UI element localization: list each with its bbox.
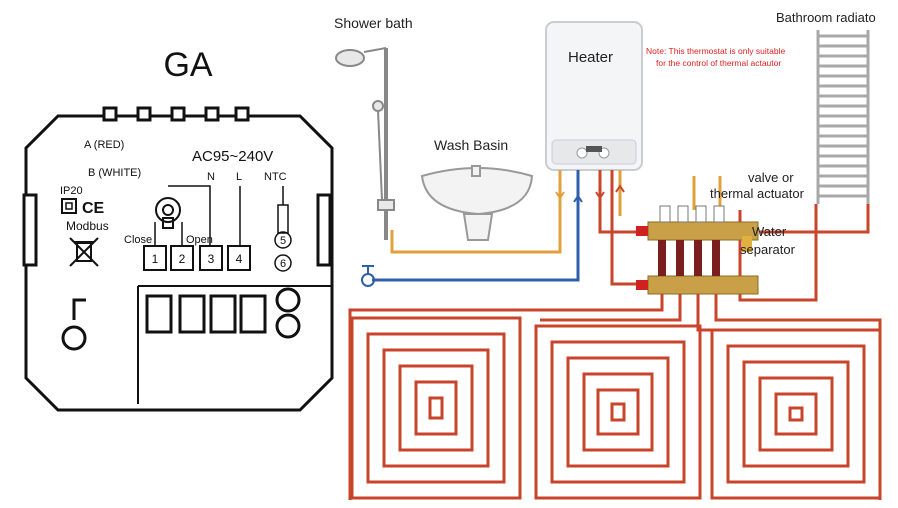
hook-icon xyxy=(61,298,87,351)
n-label: N xyxy=(207,171,215,183)
relay-icon xyxy=(155,197,181,229)
ntc-terminal-5: 5 xyxy=(280,235,286,247)
protocol-label: Modbus xyxy=(66,219,109,233)
floor-loop-1 xyxy=(350,316,522,500)
wire-a-label: A (RED) xyxy=(84,139,124,151)
model-title: GA xyxy=(163,46,212,84)
note-line-1: Note: This thermostat is only suitable xyxy=(646,46,785,56)
double-insulation-icon xyxy=(61,198,77,214)
cold-valve-icon xyxy=(361,265,375,287)
terminal-3: 3 xyxy=(208,252,215,266)
radiator-label: Bathroom radiato xyxy=(776,10,876,25)
thermostat-panel: GA A (RED) B (WHITE) AC95~240V N L NTC I… xyxy=(22,46,334,412)
screw-blocks xyxy=(145,294,267,334)
radiator-icon xyxy=(816,30,870,204)
ntc-terminal-6: 6 xyxy=(280,258,286,270)
l-label: L xyxy=(236,171,242,183)
ntc-label: NTC xyxy=(264,171,287,183)
ntc-screws xyxy=(275,287,301,339)
heater-label: Heater xyxy=(568,49,613,66)
terminal-2: 2 xyxy=(179,252,186,266)
internal-wiring xyxy=(154,185,284,246)
close-label: Close xyxy=(124,234,152,246)
ip-rating: IP20 xyxy=(60,185,83,197)
terminal-4: 4 xyxy=(236,252,243,266)
supply-pipes xyxy=(372,170,870,302)
water-separator-manifold xyxy=(636,205,759,295)
voltage-label: AC95~240V xyxy=(192,148,273,165)
right-clip xyxy=(316,193,332,267)
ntc-sensor-icon xyxy=(274,204,292,272)
separator-label-2: separator xyxy=(740,242,796,257)
ce-mark: CE xyxy=(82,200,105,217)
separator-label-1: Water xyxy=(752,224,787,239)
shower-icon xyxy=(335,47,395,240)
valve-label-2: thermal actuator xyxy=(710,186,805,201)
valve-label-1: valve or xyxy=(748,170,794,185)
heater-unit xyxy=(545,21,643,171)
floor-loop-3 xyxy=(710,328,882,500)
terminal-block: 1 2 3 4 xyxy=(143,245,251,271)
shower-label: Shower bath xyxy=(334,15,413,31)
weee-bin-icon xyxy=(69,237,99,267)
double-insulation-inner xyxy=(65,202,73,210)
wire-b-label: B (WHITE) xyxy=(88,167,141,179)
open-label: Open xyxy=(186,234,213,246)
left-clip xyxy=(22,193,38,267)
top-notches xyxy=(102,106,250,122)
heating-system: Shower bath Wash Basin Heater Note: This… xyxy=(334,10,882,500)
basin-label: Wash Basin xyxy=(434,137,508,153)
flow-arrows xyxy=(555,184,625,203)
floor-loop-2 xyxy=(534,324,702,500)
terminal-1: 1 xyxy=(152,252,159,266)
note-line-2: for the control of thermal actautor xyxy=(656,58,781,68)
basin-icon xyxy=(420,165,534,241)
